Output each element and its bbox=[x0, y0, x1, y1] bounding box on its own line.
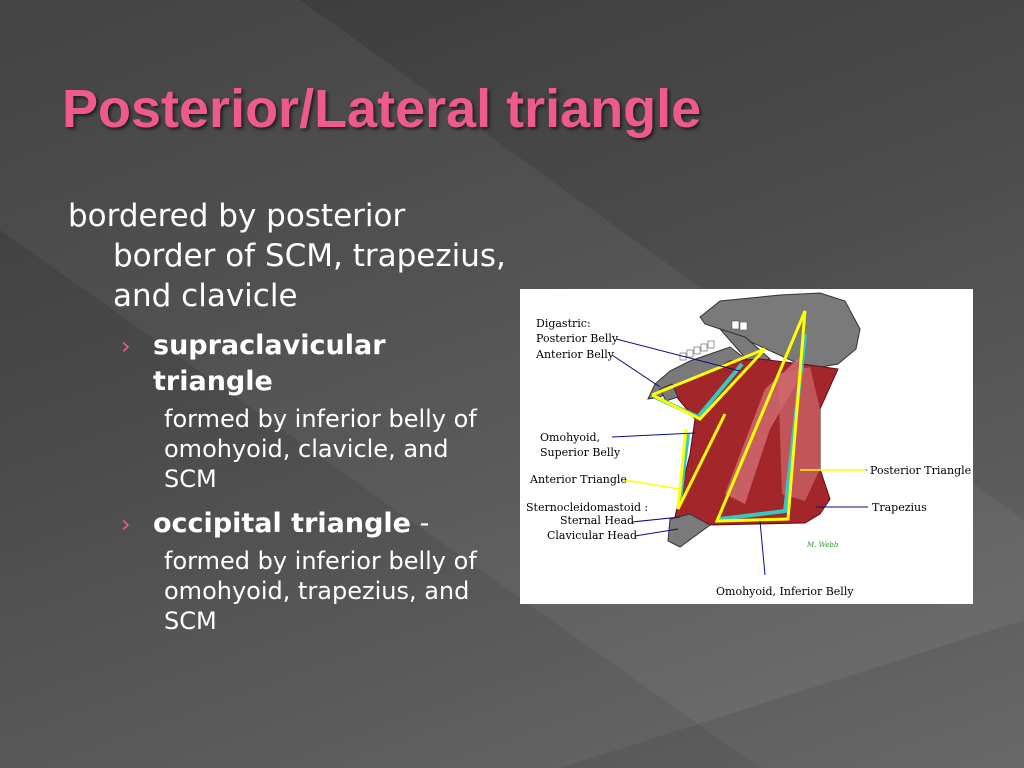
label-posterior-triangle: Posterior Triangle bbox=[870, 464, 971, 477]
slide-body: bordered by posterior border of SCM, tra… bbox=[68, 196, 508, 636]
label-anterior-triangle: Anterior Triangle bbox=[529, 473, 627, 486]
label-superior-belly: Superior Belly bbox=[540, 446, 621, 459]
label-omohyoid: Omohyoid, bbox=[540, 431, 600, 444]
triangle-outlines bbox=[651, 310, 807, 523]
label-trapezius: Trapezius bbox=[872, 501, 927, 514]
slide-title: Posterior/Lateral triangle bbox=[62, 79, 702, 139]
chevron-right-icon: › bbox=[121, 510, 131, 538]
label-omohyoid-inferior: Omohyoid, Inferior Belly bbox=[716, 585, 854, 598]
artist-signature: M. Webb bbox=[806, 541, 839, 549]
label-posterior-belly: Posterior Belly bbox=[536, 332, 619, 345]
subpoint-heading-1: ›supraclavicular triangle bbox=[121, 330, 386, 397]
subpoint-detail-2: formed by inferior belly of omohyoid, tr… bbox=[164, 547, 477, 635]
clavicle-shape bbox=[667, 513, 711, 548]
label-sternocleidomastoid: Sternocleidomastoid : bbox=[526, 501, 648, 514]
chevron-right-icon: › bbox=[121, 332, 131, 360]
label-anterior-belly: Anterior Belly bbox=[535, 348, 615, 361]
label-clavicular-head: Clavicular Head bbox=[547, 529, 637, 542]
subpoint-detail-1: formed by inferior belly of omohyoid, cl… bbox=[164, 405, 477, 493]
subpoint-heading-2: ›occipital triangle - bbox=[121, 506, 508, 542]
neck-triangles-diagram: Digastric: Posterior Belly Anterior Bell… bbox=[520, 289, 973, 604]
intro-text: bordered by posterior border of SCM, tra… bbox=[68, 198, 506, 314]
anterior-triangle-pointer bbox=[623, 479, 681, 490]
label-sternal-head: Sternal Head bbox=[560, 514, 634, 527]
label-digastric: Digastric: bbox=[536, 317, 591, 330]
hyoid-shape bbox=[659, 383, 679, 402]
